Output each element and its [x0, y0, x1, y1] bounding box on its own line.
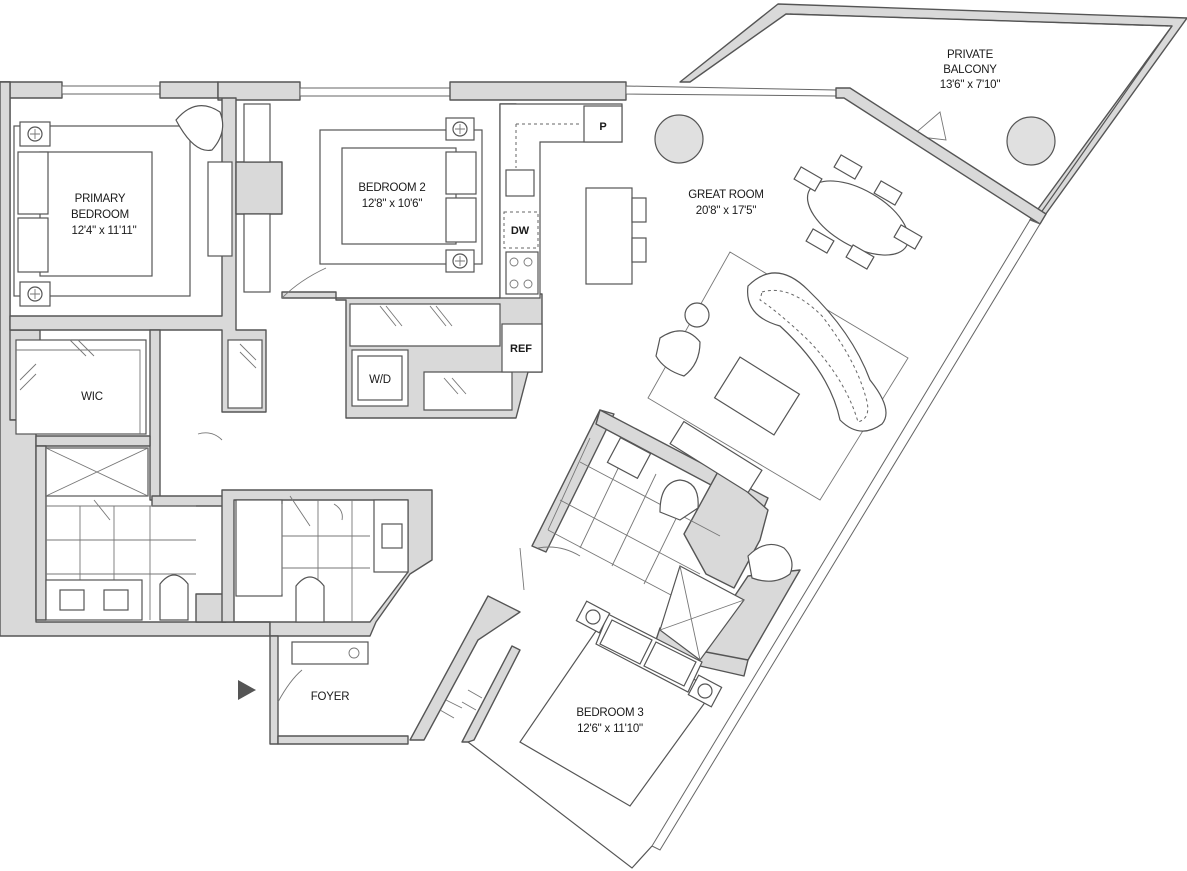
lamp-icon — [697, 683, 713, 699]
pantry-label: P — [599, 121, 606, 133]
primary-bedroom-label: PRIMARY — [75, 193, 126, 205]
primary-bedroom-label-2: BEDROOM — [71, 209, 129, 221]
bedroom2-label: BEDROOM 2 — [358, 182, 425, 194]
balcony-labels: PRIVATE BALCONY 13'6" x 7'10" — [940, 49, 1001, 91]
cooktop — [505, 251, 539, 295]
kitchen-island — [585, 187, 633, 285]
accent-chair — [747, 543, 793, 582]
vanity-3 — [606, 436, 652, 480]
toilet-2 — [295, 576, 325, 623]
bedroom2-size: 12'8" x 10'6" — [362, 198, 423, 210]
armchair — [655, 330, 701, 377]
ensuite-bath-3 — [519, 436, 745, 661]
walk-in-closet: WIC — [15, 339, 147, 435]
bedroom3-label: BEDROOM 3 — [576, 707, 643, 719]
sink — [505, 169, 535, 197]
primary-ensuite — [45, 447, 196, 621]
sofa — [747, 272, 887, 432]
refrigerator — [501, 323, 543, 373]
laundry: W/D — [197, 305, 467, 441]
lamp-icon — [585, 609, 601, 625]
interior-walls — [9, 97, 801, 745]
balcony-size: 13'6" x 7'10" — [940, 79, 1001, 91]
balcony-planter-right — [1006, 116, 1056, 166]
nightstand-bottom — [19, 281, 51, 307]
main-bath — [235, 495, 409, 623]
primary-bedroom: PRIMARY BEDROOM 12'4" x 11'11" — [13, 105, 233, 307]
kitchen: P DW REF — [499, 103, 647, 373]
great-room-label: GREAT ROOM — [688, 189, 764, 201]
side-table — [684, 302, 710, 328]
bedroom-3: BEDROOM 3 12'6" x 11'10" — [439, 600, 723, 807]
balcony-area — [654, 3, 1187, 223]
refrigerator-label: REF — [510, 343, 532, 355]
dresser — [207, 161, 233, 257]
washer-dryer-label: W/D — [369, 374, 391, 386]
bedroom-2: BEDROOM 2 12'8" x 10'6" — [243, 103, 483, 299]
toilet-3 — [659, 479, 699, 521]
media-console — [669, 420, 763, 494]
dishwasher — [503, 211, 539, 249]
closet-2 — [243, 213, 271, 293]
wic-label: WIC — [81, 391, 103, 403]
balcony-planter-left — [654, 114, 704, 164]
dishwasher-label: DW — [511, 225, 530, 237]
bedroom3-size: 12'6" x 11'10" — [577, 723, 643, 735]
foyer-closet — [291, 641, 369, 665]
toilet-1 — [159, 574, 189, 621]
balcony-label: PRIVATE — [947, 49, 994, 61]
primary-bedroom-size: 12'4" x 11'11" — [72, 225, 137, 237]
dining-table — [806, 180, 910, 256]
pantry — [583, 105, 623, 143]
shelf-2 — [243, 103, 271, 163]
great-room-size: 20'8" x 17'5" — [696, 205, 757, 217]
great-room: GREAT ROOM 20'8" x 17'5" — [647, 154, 923, 582]
bathtub — [235, 499, 283, 597]
balcony-label-2: BALCONY — [943, 64, 997, 76]
entry-arrow-icon — [238, 680, 256, 700]
coffee-table — [713, 356, 801, 436]
foyer-label: FOYER — [311, 691, 350, 703]
exterior-walls — [0, 81, 1047, 869]
foyer: FOYER — [238, 641, 369, 703]
